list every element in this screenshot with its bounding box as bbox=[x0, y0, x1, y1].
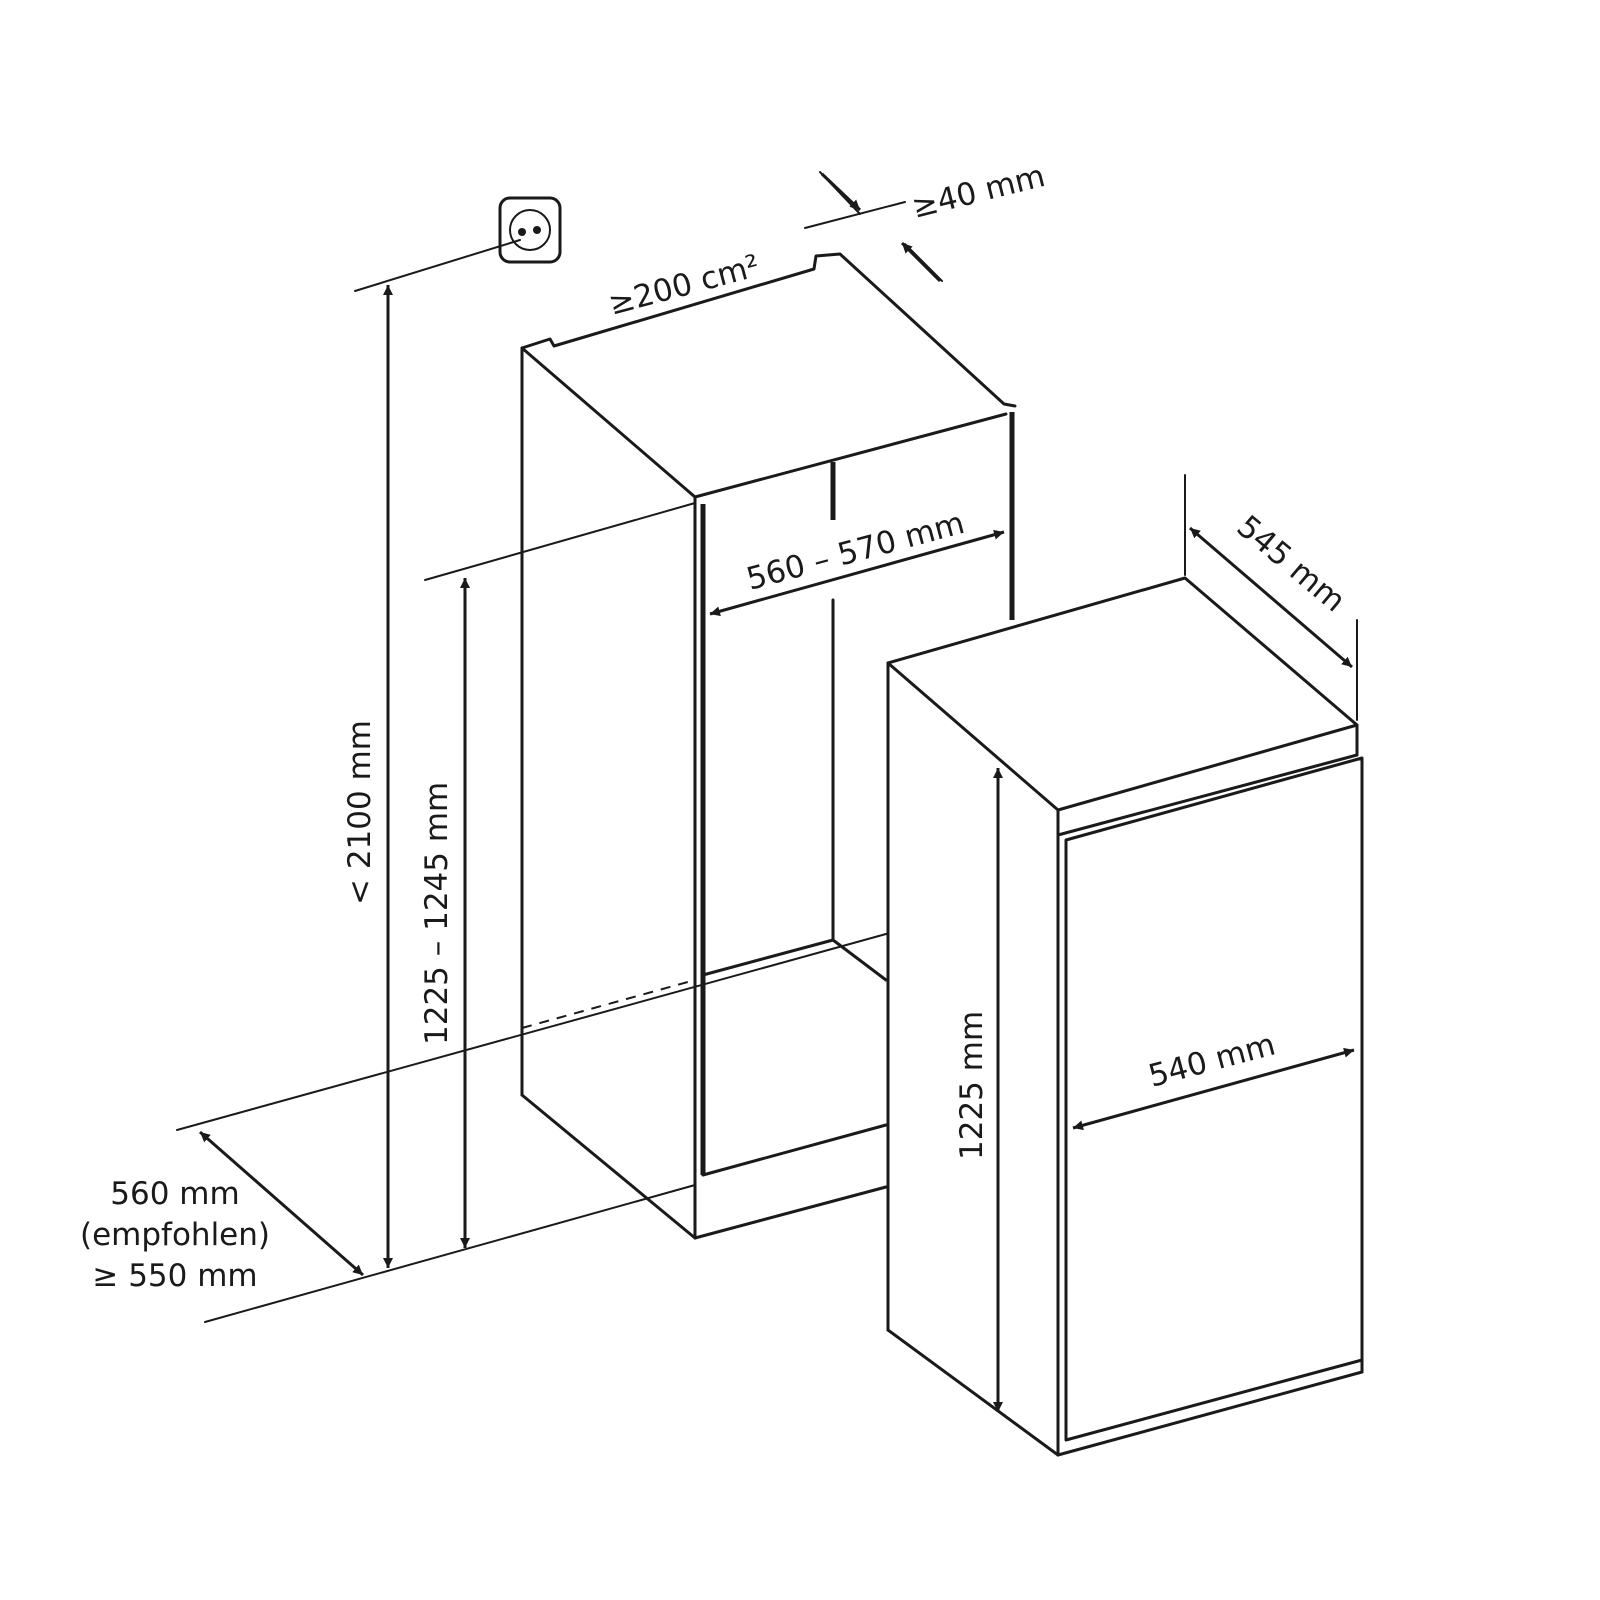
label-total-height: < 2100 mm bbox=[342, 720, 378, 905]
socket-level-line bbox=[354, 239, 521, 292]
label-appliance-height: 1225 mm bbox=[954, 1011, 990, 1160]
label-niche-depth-line3: ≥ 550 mm bbox=[92, 1258, 257, 1294]
label-niche-depth-line2: (empfohlen) bbox=[80, 1217, 270, 1253]
dim-socket-clearance-bottom bbox=[900, 241, 942, 283]
label-appliance-width: 540 mm bbox=[1145, 1026, 1279, 1094]
label-niche-depth: 560 mm (empfohlen) ≥ 550 mm bbox=[80, 1176, 270, 1294]
dim-socket-clearance-top bbox=[820, 172, 862, 212]
label-appliance-depth: 545 mm bbox=[1230, 509, 1352, 620]
built-in-appliance bbox=[886, 576, 1364, 1457]
label-socket-clearance: ≥40 mm bbox=[908, 158, 1048, 226]
label-niche-height: 1225 – 1245 mm bbox=[419, 782, 455, 1045]
dim-appliance-depth bbox=[1189, 526, 1353, 669]
niche-cabinet bbox=[520, 252, 1017, 1240]
label-vent-area: ≥200 cm² bbox=[605, 248, 764, 323]
dimension-arrows bbox=[199, 172, 1355, 1412]
label-niche-depth-line1: 560 mm bbox=[110, 1176, 239, 1212]
dim-niche-width bbox=[709, 529, 1005, 617]
dim-appliance-width bbox=[1072, 1047, 1355, 1131]
dim-niche-depth bbox=[199, 1130, 364, 1277]
power-socket-icon bbox=[498, 196, 562, 264]
